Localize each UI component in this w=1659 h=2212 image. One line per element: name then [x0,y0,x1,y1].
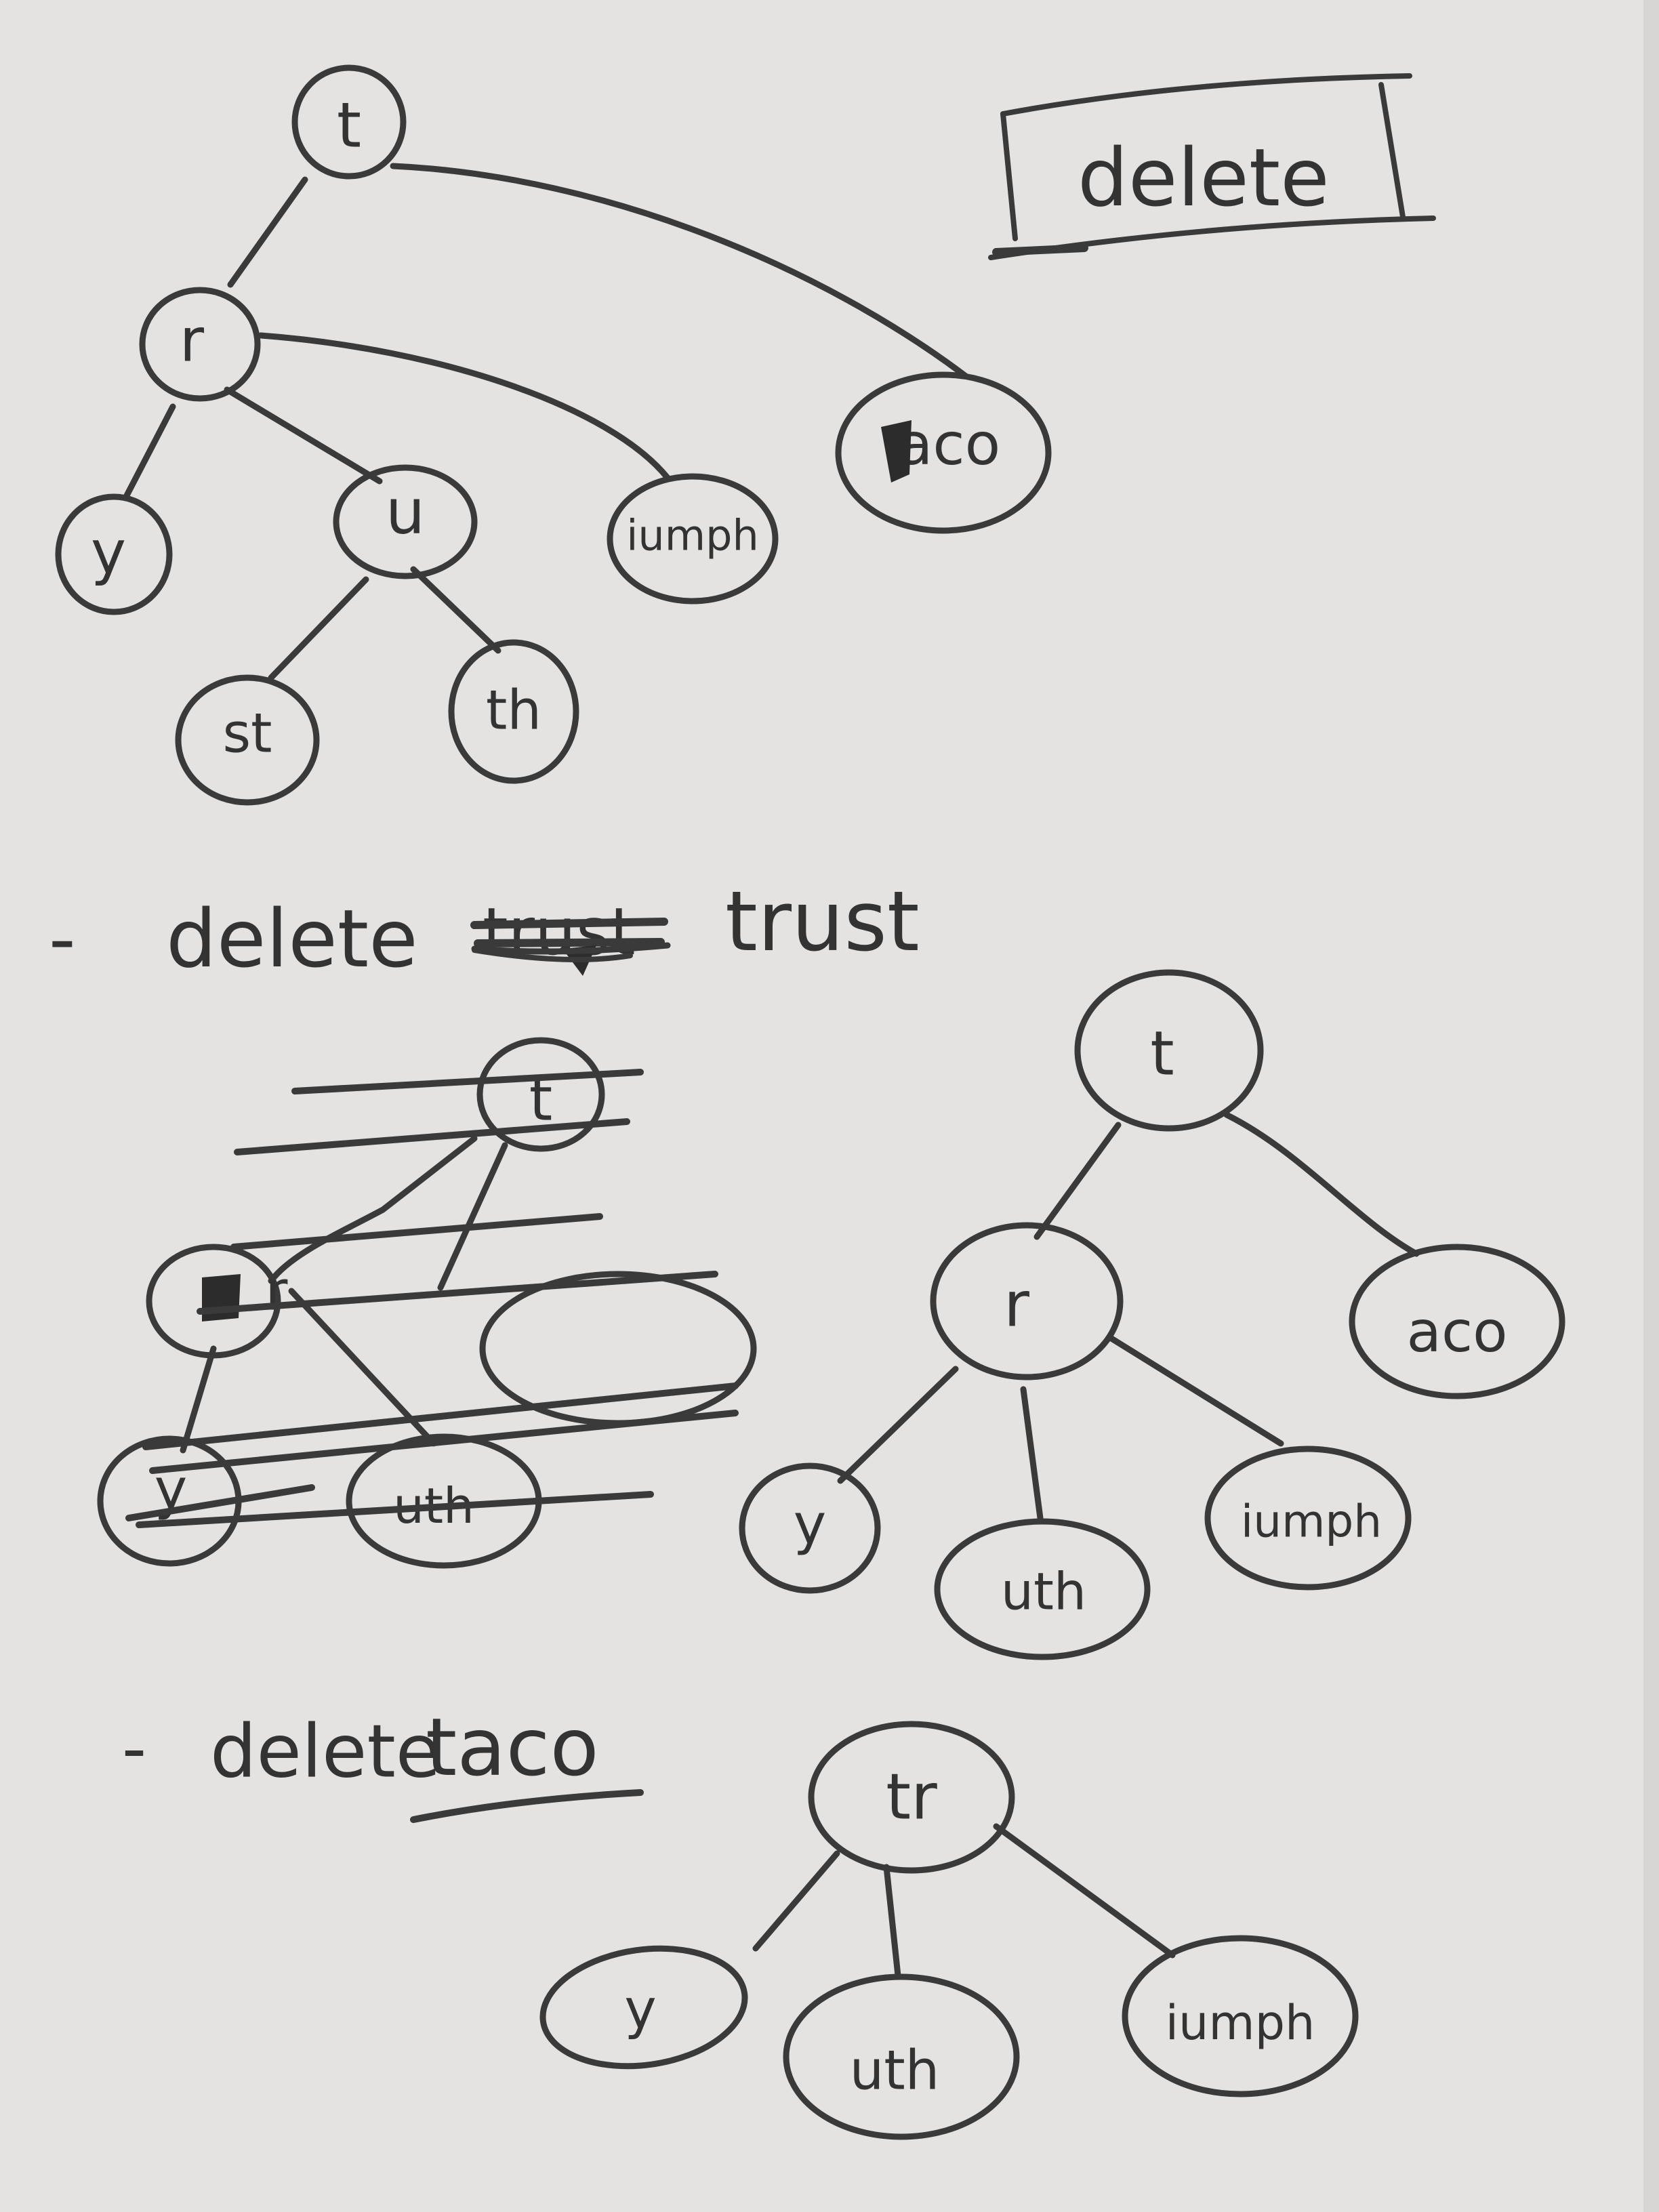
step1-dash: - [49,895,76,982]
edge-b-tr-uth [883,1864,901,1979]
trie-initial-iumph-label: iumph [626,511,759,560]
edge-a-r-y [837,1366,959,1484]
trie-crossed-r-label: r [266,1260,288,1323]
crossout-strokes [125,1069,739,1528]
step2-verb: delete [210,1710,441,1795]
edge-a-t-aco [1223,1111,1420,1257]
edge-r-iumph [258,332,671,481]
trie-initial-r-label: r [180,306,205,375]
trie-after-taco-y-label: y [624,1978,656,2041]
edge-t-aco [390,163,969,380]
page-edge [1643,0,1659,2212]
edge-t-r [227,176,308,288]
edge-r-u [224,386,383,485]
trie-after-trust: t r aco y uth iumph [739,969,1565,1660]
edge-a-t-r [1033,1122,1122,1240]
trie-after-taco-uth-label: uth [850,2039,940,2102]
step1-verb: delete [166,892,418,985]
trie-after-trust-y-label: y [794,1493,827,1557]
trie-initial-root-label: t [337,89,361,162]
trie-crossed-out: t r y uth [97,1037,757,1569]
trie-initial-th-label: th [486,679,541,742]
trie-after-trust-aco-label: aco [1406,1298,1507,1365]
edge-crossed-t-r [268,1135,478,1284]
edge-u-st [268,576,369,681]
edge-b-tr-iumph [993,1823,1176,1959]
edge-a-r-uth [1020,1386,1044,1521]
trie-after-taco-iumph-label: iumph [1166,1995,1315,2051]
trie-after-taco-root-label: tr [886,1761,937,1835]
trie-after-trust-uth-label: uth [1001,1561,1086,1622]
edge-b-tr-y [752,1850,840,1952]
trie-after-trust-r-label: r [1004,1269,1029,1341]
step2-heading: - delete taco [122,1700,644,1823]
edge-crossed-r-y [180,1345,217,1454]
scribble-mark [881,420,912,483]
trie-after-taco: tr y uth iumph [539,1721,1359,2140]
trie-initial-y-label: y [91,518,126,588]
edge-u-th [410,566,501,654]
edge-a-r-iumph [1108,1335,1284,1447]
step2-word: taco [426,1700,599,1794]
trie-after-trust-iumph-label: iumph [1241,1496,1382,1548]
step1-heading: - delete trust trust [49,874,920,985]
edge-crossed-t-removed [437,1142,508,1291]
trie-initial: t r y u iumph aco st th [55,64,1052,806]
trie-after-trust-root-label: t [1150,1019,1174,1090]
trie-initial-aco-label: aco [897,411,1001,478]
edge-r-y [122,403,176,501]
header-box: delete [988,73,1436,260]
trie-initial-st-label: st [222,702,272,765]
step2-dash: - [122,1709,146,1788]
step1-word: trust [725,874,920,970]
trie-initial-u-label: u [386,476,425,548]
header-label: delete [1078,131,1330,224]
